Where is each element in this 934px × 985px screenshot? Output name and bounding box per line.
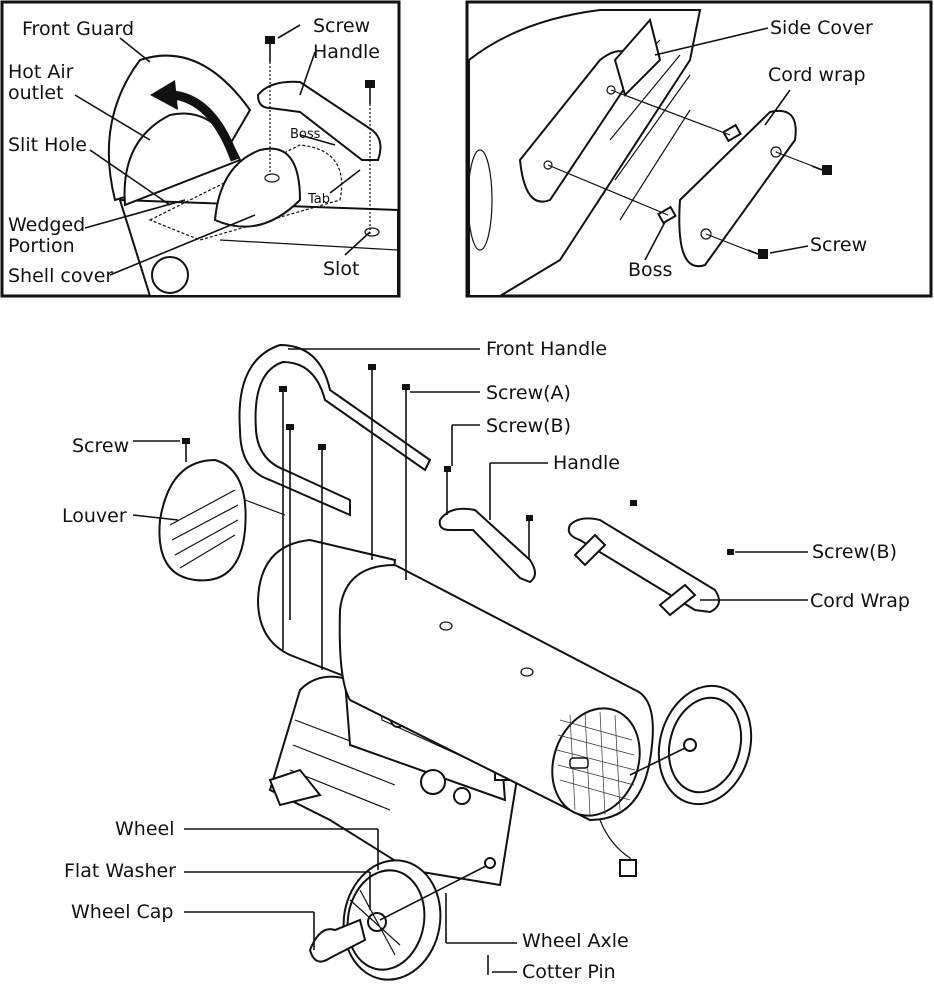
label-wedged-2: Portion <box>8 235 75 257</box>
label-louver: Louver <box>62 505 127 527</box>
cord-wrap-boss <box>573 533 607 567</box>
heater-side-fragment <box>468 9 702 297</box>
cord-wrap-plate <box>678 109 797 268</box>
wheel-cap-part <box>308 918 367 963</box>
screw-icon <box>265 36 275 175</box>
label-screw-b-right: Screw(B) <box>812 541 897 563</box>
louver-part <box>158 458 247 582</box>
label-boss: Boss <box>290 127 321 142</box>
label-side-cover: Side Cover <box>770 17 873 39</box>
plug-icon <box>619 859 637 877</box>
handle-part <box>256 80 382 161</box>
label-cord-wrap: Cord Wrap <box>810 590 910 612</box>
panel-top-left: Front Guard Screw Handle Hot Air outlet … <box>0 0 401 298</box>
label-wheel-cap: Wheel Cap <box>71 901 174 923</box>
label-slot: Slot <box>323 258 359 280</box>
base-foot <box>268 768 322 807</box>
main-exploded-view: Front Handle Screw(A) Screw(B) Handle Sc… <box>62 338 910 983</box>
label-wheel: Wheel <box>115 818 175 840</box>
cord-wrap-part <box>567 517 720 614</box>
shell-cover-outline <box>148 144 343 241</box>
label-boss: Boss <box>628 259 672 281</box>
side-cover-tab <box>613 17 662 97</box>
label-wheel-axle: Wheel Axle <box>522 930 629 952</box>
screw-icon <box>526 515 533 521</box>
screw-icon <box>444 466 451 472</box>
label-handle: Handle <box>313 41 380 63</box>
label-front-handle: Front Handle <box>486 338 607 360</box>
screw-icon <box>182 438 190 444</box>
label-screw: Screw <box>72 435 129 457</box>
label-front-guard: Front Guard <box>22 18 134 40</box>
label-slit-hole: Slit Hole <box>8 134 87 156</box>
panel-top-right: Side Cover Cord wrap Screw Boss <box>465 0 933 298</box>
label-tab: Tab <box>307 192 330 207</box>
rotation-arrow-head <box>150 80 178 110</box>
label-screw: Screw <box>810 234 867 256</box>
thermostat-knob <box>420 769 446 795</box>
label-cotter-pin: Cotter Pin <box>522 961 616 983</box>
screw-icon <box>811 165 832 175</box>
label-shell-cover: Shell cover <box>8 265 113 287</box>
screw-icon <box>727 549 734 555</box>
label-hot-air-2: outlet <box>8 82 64 104</box>
control-knob-fragment <box>151 256 189 294</box>
heater-base <box>268 675 522 887</box>
label-handle: Handle <box>553 452 620 474</box>
handle-part <box>438 507 536 584</box>
rear-oval <box>213 147 302 228</box>
screw-icon <box>365 80 375 235</box>
screw-icon <box>747 249 768 259</box>
label-flat-washer: Flat Washer <box>64 860 176 882</box>
label-screw: Screw <box>313 15 370 37</box>
label-wedged-1: Wedged <box>8 214 85 236</box>
screw-icon <box>630 500 637 506</box>
label-cord-wrap: Cord wrap <box>768 64 866 86</box>
cord-wrap-boss <box>658 583 697 617</box>
side-cover-part <box>518 50 642 203</box>
reset-button <box>453 787 471 805</box>
front-handle-part <box>238 343 432 517</box>
label-screw-a: Screw(A) <box>486 382 571 404</box>
label-hot-air-1: Hot Air <box>8 61 74 83</box>
heater-body-fragment <box>118 198 399 297</box>
label-screw-b-top: Screw(B) <box>486 415 571 437</box>
